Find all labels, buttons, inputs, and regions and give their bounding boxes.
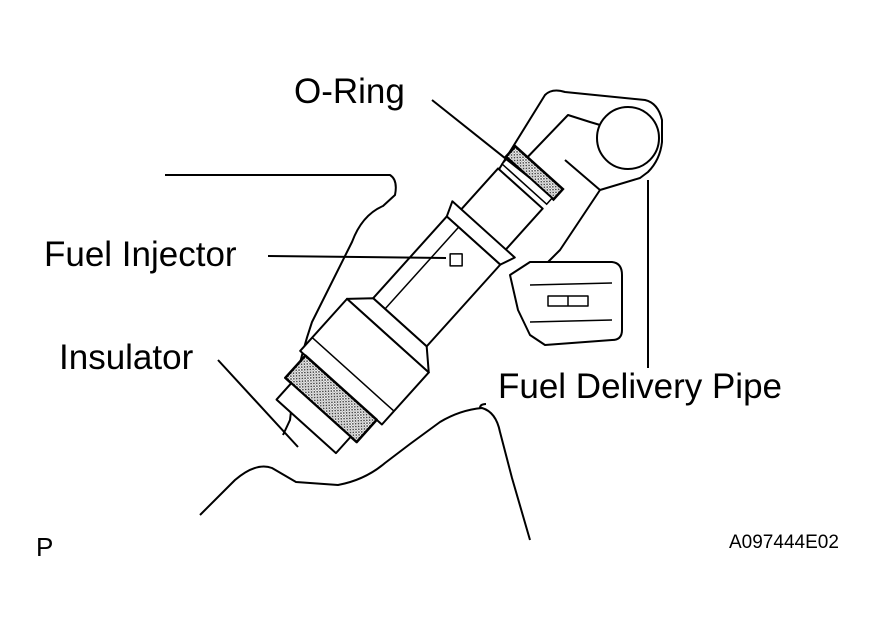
figure-code: A097444E02 [729,532,839,553]
view-letter: P [36,532,54,562]
o-ring-label: O-Ring [294,72,405,111]
insulator-label: Insulator [59,338,194,377]
leader-o-ring [431,99,531,179]
fuel-injector [275,167,544,455]
leader-lines [217,99,649,448]
fuel-injector-label: Fuel Injector [44,235,237,274]
leader-fuel-injector [267,255,447,259]
leader-insulator [217,359,299,448]
fuel-delivery-pipe-label: Fuel Delivery Pipe [498,367,782,406]
injector-connector [509,261,623,346]
